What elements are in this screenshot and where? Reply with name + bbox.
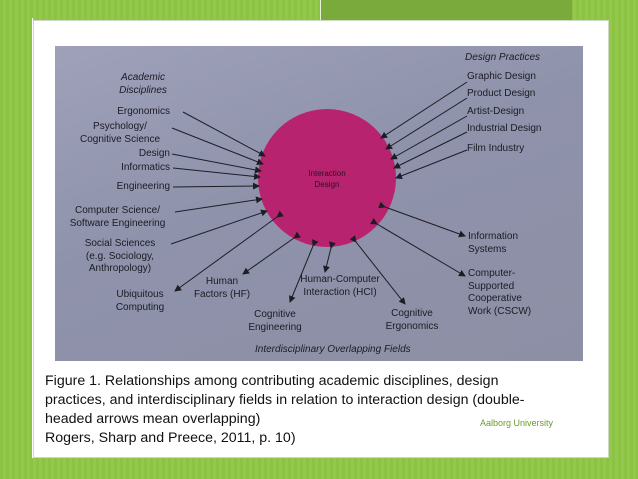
arrow-computer-science bbox=[174, 196, 263, 213]
bottom-item: Computer- Supported Cooperative Work (CS… bbox=[468, 268, 532, 317]
arrow-cscw bbox=[370, 217, 466, 277]
bottom-item: Human-Computer Interaction (HCI) bbox=[300, 274, 380, 298]
left-item: Computer Science/ Software Engineering bbox=[69, 205, 166, 229]
right-item: Film Industry bbox=[467, 143, 525, 154]
arrow-cognitive-engineering bbox=[289, 239, 319, 303]
caption-line: headed arrows mean overlapping) bbox=[45, 411, 261, 427]
left-heading: Academic Disciplines bbox=[119, 72, 167, 96]
right-item: Industrial Design bbox=[467, 123, 542, 134]
arrow-information-systems bbox=[378, 201, 466, 238]
caption-line: Rogers, Sharp and Preece, 2011, p. 10) bbox=[45, 430, 296, 446]
interaction-design-circle bbox=[258, 109, 396, 247]
left-item: Social Sciences (e.g. Sociology, Anthrop… bbox=[84, 238, 156, 274]
diagram-photo: Interaction Design Academic Disciplines … bbox=[55, 46, 583, 361]
organization-label: Aalborg University bbox=[480, 418, 554, 428]
bottom-item: Human Factors (HF) bbox=[193, 276, 251, 300]
arrow-industrial-design bbox=[393, 131, 468, 169]
caption-line: practices, and interdisciplinary fields … bbox=[45, 392, 525, 408]
bottom-item: Information Systems bbox=[468, 231, 519, 255]
figure-caption: Figure 1. Relationships among contributi… bbox=[45, 372, 585, 448]
arrow-film-industry bbox=[395, 149, 468, 180]
diagram-graphic bbox=[170, 81, 468, 305]
arrow-informatics bbox=[172, 167, 261, 180]
left-item: Informatics bbox=[121, 162, 170, 173]
arrow-psychology bbox=[171, 127, 264, 166]
arrow-product-design bbox=[385, 97, 468, 150]
left-item: Psychology/ Cognitive Science bbox=[79, 121, 161, 145]
bottom-item: Cognitive Engineering bbox=[248, 309, 302, 333]
arrow-engineering bbox=[172, 182, 260, 190]
left-item: Ergonomics bbox=[117, 106, 170, 117]
arrow-design bbox=[171, 153, 262, 174]
right-item: Artist-Design bbox=[467, 106, 525, 117]
arrow-ubiquitous bbox=[174, 210, 284, 292]
left-item: Engineering bbox=[116, 181, 170, 192]
arrow-artist-design bbox=[390, 115, 468, 160]
bottom-heading: Interdisciplinary Overlapping Fields bbox=[255, 344, 411, 355]
bottom-item: Cognitive Ergonomics bbox=[385, 308, 439, 332]
frame-line bbox=[32, 18, 33, 458]
arrow-human-factors bbox=[242, 231, 301, 275]
left-item: Design bbox=[138, 148, 170, 159]
right-item: Graphic Design bbox=[467, 71, 536, 82]
caption-line: Figure 1. Relationships among contributi… bbox=[45, 373, 499, 389]
arrow-ergonomics bbox=[182, 111, 266, 157]
right-heading: Design Practices bbox=[465, 52, 541, 63]
center-label: Interaction Design bbox=[308, 169, 346, 189]
arrow-social-sciences bbox=[170, 209, 268, 245]
right-item: Product Design bbox=[467, 88, 536, 99]
arrow-hci bbox=[323, 241, 336, 273]
arrow-graphic-design bbox=[380, 81, 468, 139]
bottom-item: Ubiquitous Computing bbox=[115, 289, 165, 313]
